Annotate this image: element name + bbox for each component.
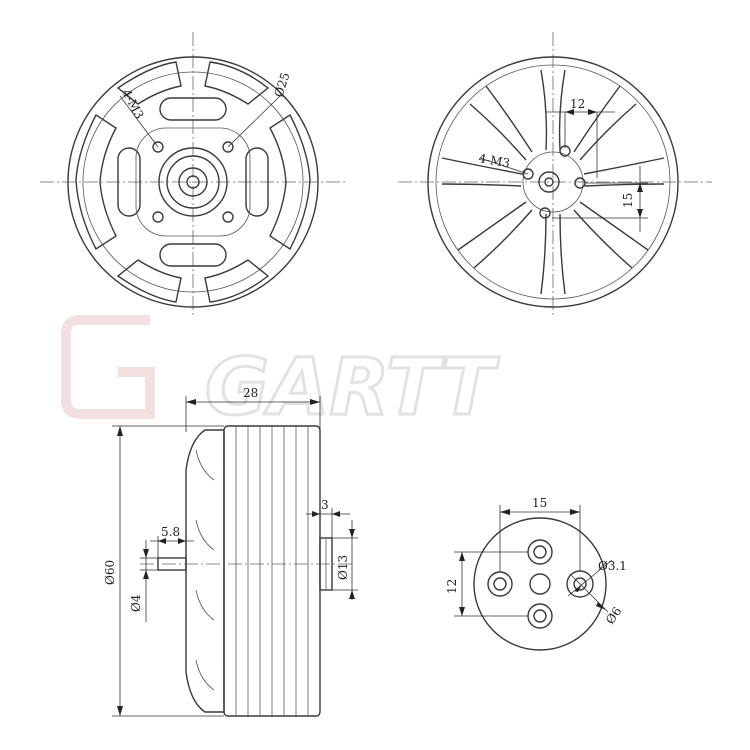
front-hole-label: 4-M3 bbox=[119, 87, 146, 121]
watermark-text: GARTT bbox=[205, 343, 500, 433]
rear-width-label: 12 bbox=[570, 97, 585, 111]
mount-width-label: 15 bbox=[532, 496, 547, 510]
side-shaft-diameter-label: Ø4 bbox=[129, 594, 143, 612]
side-length-label: 28 bbox=[243, 386, 258, 400]
mount-pattern-view: 15 12 Ø3.1 Ø6 bbox=[445, 496, 627, 651]
rear-height-label: 15 bbox=[621, 193, 635, 208]
rear-hole-label: 4-M3 bbox=[477, 151, 511, 170]
rear-view: 4-M3 12 15 bbox=[398, 32, 712, 318]
gartt-watermark-logo: GARTT bbox=[61, 315, 501, 435]
front-view: 4-M3 Ø25 bbox=[40, 32, 345, 318]
mount-hole-diameter-label: Ø3.1 bbox=[598, 559, 627, 573]
front-diameter-label: Ø25 bbox=[272, 71, 293, 99]
side-shaft-length-label: 5.8 bbox=[161, 525, 180, 539]
mount-counterbore-label: Ø6 bbox=[603, 604, 624, 626]
side-boss-length-label: 3 bbox=[321, 498, 329, 512]
side-diameter-label: Ø60 bbox=[103, 560, 117, 585]
side-view: 28 Ø60 5.8 Ø4 3 Ø13 bbox=[103, 386, 358, 717]
mount-height-label: 12 bbox=[445, 579, 459, 594]
side-boss-diameter-label: Ø13 bbox=[336, 555, 350, 580]
